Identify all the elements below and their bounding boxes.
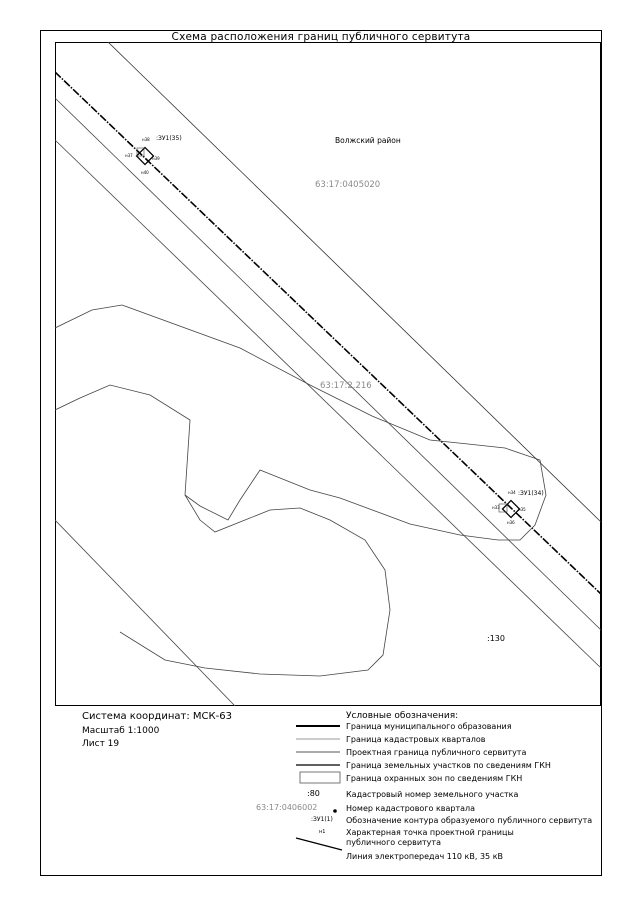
coordinate-system: Система координат: МСК-63	[82, 711, 232, 722]
legend-item-point: Характерная точка проектной границы	[346, 828, 514, 837]
zone-label-1: :ЗУ1(35)	[156, 135, 182, 142]
parcel-boundary-line	[55, 97, 601, 631]
map-frame	[55, 42, 601, 706]
point-label: н38	[142, 137, 150, 142]
legend-item-quarter-number: Номер кадастрового квартала	[346, 804, 476, 813]
municipal-boundary	[55, 71, 601, 595]
point-label: н39	[152, 156, 160, 161]
point-label: н33	[492, 505, 500, 510]
zone-label-2: :ЗУ1(34)	[518, 490, 544, 497]
sheet-number: Лист 19	[82, 739, 120, 749]
servitude-zone-1	[135, 146, 155, 166]
legend-symbols	[295, 725, 343, 851]
drawing-sheet	[40, 30, 602, 876]
legend-title: Условные обозначения:	[346, 711, 459, 721]
legend-item-power-line: Линия электропередач 110 кВ, 35 кВ	[346, 852, 504, 861]
legend-item-point-cont: публичного сервитута	[346, 838, 441, 847]
point-label: н37	[125, 153, 133, 158]
parcel-label: 63:17:2.216	[320, 381, 372, 391]
power-line	[107, 42, 601, 523]
legend-item-parcel-number: Кадастровый номер земельного участка	[346, 790, 519, 799]
point-label: н36	[507, 520, 515, 525]
page-title: Схема расположения границ публичного сер…	[171, 31, 471, 43]
legend-item-parcels: Граница земельных участков по сведениям …	[346, 761, 551, 770]
legend-symbol-parcel-number: :80	[307, 789, 320, 798]
legend-symbol-contour: :ЗУ1(1)	[311, 816, 333, 823]
parcel-outline	[55, 304, 547, 541]
parcel-lower-loop	[119, 494, 391, 677]
servitude-zone-2	[498, 499, 521, 519]
parcel-small-label: :130	[487, 634, 505, 643]
region-label: Волжский район	[335, 136, 401, 145]
point-label: н34	[508, 490, 516, 495]
point-label: н40	[141, 170, 149, 175]
legend-item-zones: Граница охранных зон по сведениям ГКН	[346, 774, 523, 783]
cadastral-quarter-boundary-2	[55, 139, 601, 669]
scale-text: Масштаб 1:1000	[82, 726, 160, 736]
legend-symbol-quarter-number: 63:17:0406002	[256, 803, 318, 812]
point-label: н35	[518, 507, 526, 512]
legend-item-servitude: Проектная граница публичного сервитута	[346, 748, 527, 757]
legend-item-contour: Обозначение контура образуемого публично…	[346, 816, 593, 825]
boundary-bottom-left	[55, 519, 236, 706]
legend-item-municipal: Граница муниципального образования	[346, 722, 512, 731]
legend-symbol-point: н1	[319, 829, 326, 835]
quarter-label: 63:17:0405020	[315, 180, 381, 190]
legend-item-quarters: Граница кадастровых кварталов	[346, 735, 486, 744]
